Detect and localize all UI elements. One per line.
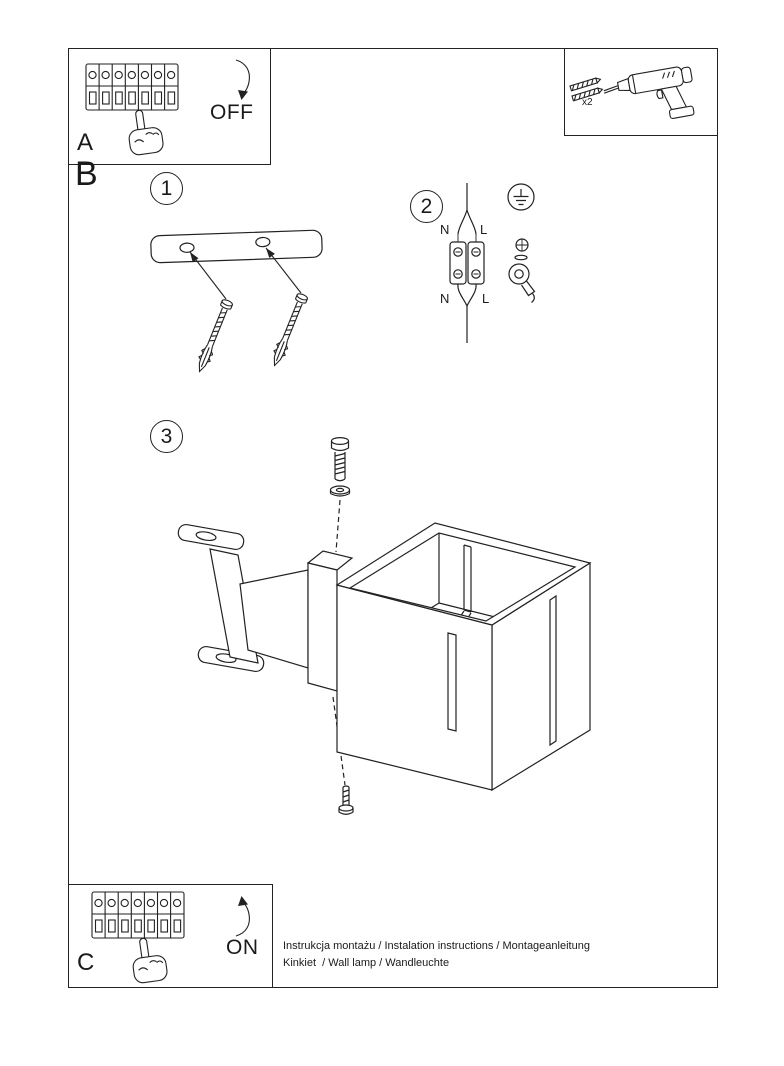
step-1-number: 1 [160, 176, 173, 200]
assembly-axis-top [335, 499, 341, 553]
wire-label-n-bottom: N [440, 291, 450, 306]
step-3-badge: 3 [150, 420, 183, 453]
flip-down-arrow-icon [235, 59, 250, 101]
wire-label-l-top: L [480, 222, 488, 237]
anchor-count-label: x2 [582, 97, 593, 108]
anchor-screw-right-drawing [268, 291, 310, 369]
tools-panel [564, 48, 718, 136]
step-2-badge: 2 [410, 190, 443, 223]
page-border [68, 48, 718, 988]
anchor-screws-drawing [189, 247, 310, 375]
insert-arrow-icon [266, 248, 275, 258]
panel-a [68, 48, 271, 165]
anchor-screw-left-drawing [193, 297, 235, 375]
insert-arrow-icon [190, 252, 199, 263]
drill-icon [603, 66, 695, 119]
step-2-number: 2 [420, 194, 433, 218]
ground-lug-drawing [508, 238, 536, 303]
power-on-label: ON [226, 936, 259, 959]
panel-a-label: A [77, 129, 94, 156]
terminal-block-drawing [449, 241, 485, 285]
footer-line-1: Instrukcja montażu / Instalation instruc… [283, 940, 590, 952]
pointing-hand-icon [128, 935, 169, 985]
mounting-screw-bottom-drawing [338, 785, 354, 815]
wiring-diagram [449, 183, 536, 343]
mounting-plate-drawing [150, 229, 323, 264]
wire-label-n-top: N [440, 222, 450, 237]
washer-drawing [329, 485, 351, 497]
step-1-badge: 1 [150, 172, 183, 205]
flip-up-arrow-icon [235, 895, 250, 937]
cube-opening [348, 532, 577, 622]
lamp-exploded-drawing [177, 437, 592, 815]
panel-c-label: C [77, 949, 95, 976]
panel-c [68, 884, 273, 988]
power-off-label: OFF [210, 101, 254, 124]
earth-symbol-icon [507, 183, 535, 211]
step-3-number: 3 [160, 424, 173, 448]
wall-anchor-icons [569, 77, 604, 102]
wall-bracket-drawing [177, 523, 309, 673]
pointing-hand-icon [124, 107, 165, 157]
mounting-screw-top-drawing [330, 437, 350, 482]
mains-cable-drawing [457, 183, 477, 343]
wire-label-l-bottom: L [482, 291, 490, 306]
section-b-label: B [75, 155, 98, 193]
mounting-block-drawing [306, 550, 354, 692]
light-slot-right [549, 594, 557, 747]
light-slot-front [447, 632, 457, 732]
footer-line-2: Kinkiet / Wall lamp / Wandleuchte [283, 957, 450, 969]
lamp-cube-drawing [335, 522, 592, 792]
